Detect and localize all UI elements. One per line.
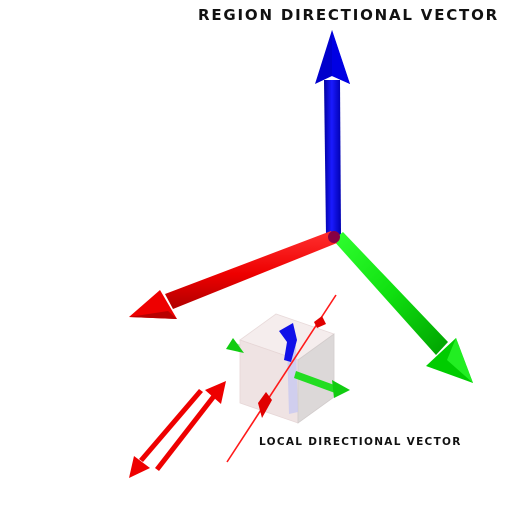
local-z-axis-arrow xyxy=(279,323,297,362)
local-z-axis-ghost xyxy=(287,345,298,414)
local-object xyxy=(226,294,350,463)
parallel-arrow-upper-shaft xyxy=(155,392,218,471)
diagram-title: REGION DIRECTIONAL VECTOR xyxy=(198,6,499,24)
region-x-axis-shaft xyxy=(165,231,337,309)
parallel-arrow-lower-shaft xyxy=(139,389,203,462)
local-direction-double-arrow xyxy=(129,381,226,478)
local-x-axis-head-top xyxy=(314,316,326,328)
local-y-axis-head-right xyxy=(332,380,350,398)
region-z-axis-shaft xyxy=(324,80,341,240)
region-y-axis-shaft xyxy=(333,232,448,355)
local-y-axis-head-left xyxy=(226,338,244,353)
local-y-axis-arm xyxy=(294,371,337,393)
parallel-arrow-lower-head xyxy=(129,456,150,478)
region-x-axis-arrow xyxy=(129,231,337,319)
parallel-arrow-upper-head xyxy=(205,381,226,404)
region-y-axis-arrow xyxy=(333,232,473,383)
local-x-axis-head-bottom xyxy=(258,392,272,418)
region-z-axis-arrow xyxy=(315,30,350,240)
local-vector-label: LOCAL DIRECTIONAL VECTOR xyxy=(259,436,462,448)
region-origin-joint xyxy=(328,231,340,243)
